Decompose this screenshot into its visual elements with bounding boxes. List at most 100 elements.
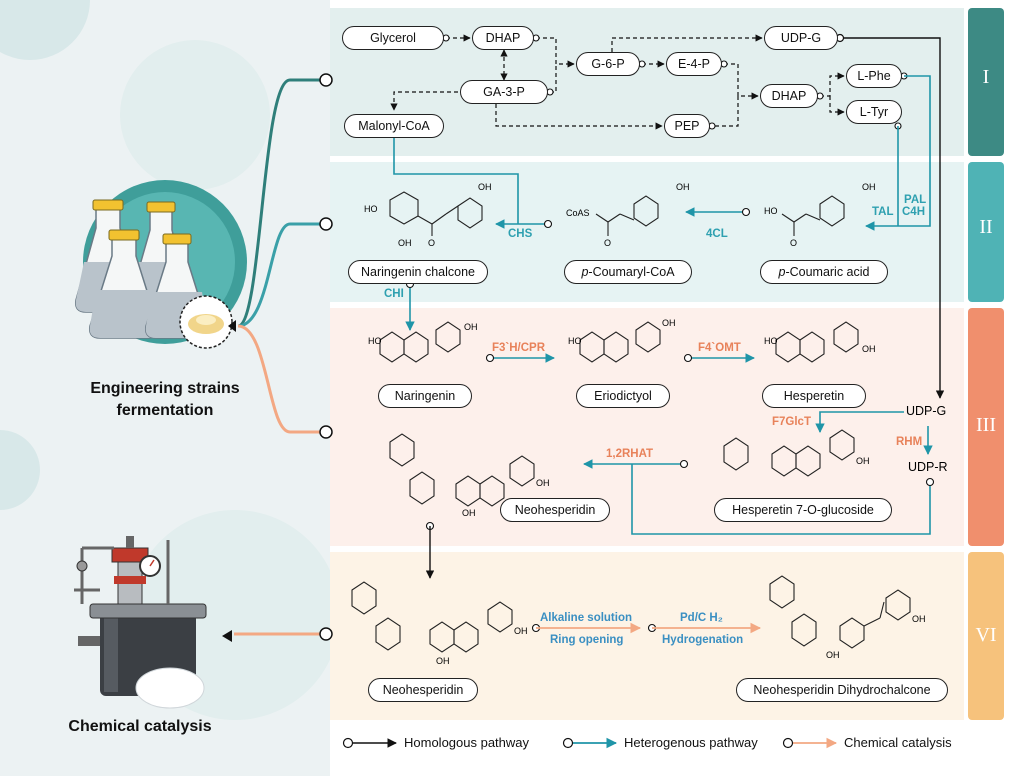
node-label-italic: p [778, 265, 786, 279]
node-l-phe: L-Phe [846, 64, 902, 88]
enzyme-chi: CHI [384, 288, 404, 300]
enzyme-rhat: 1,2RHAT [606, 448, 654, 460]
catalysis-label: Chemical catalysis [68, 718, 212, 735]
legend-heterogenous: Heterogenous pathway [624, 735, 758, 750]
node-glycerol: Glycerol [342, 26, 444, 50]
atom-label: HO [764, 206, 778, 216]
enzyme-alkaline: Alkaline solution [540, 612, 633, 624]
node-dhap-2: DHAP [760, 84, 818, 108]
node-malonyl-coa: Malonyl-CoA [344, 114, 444, 138]
structure-p-coumaryl-coa [595, 195, 659, 236]
enzyme-ring-opening: Ring opening [550, 634, 624, 646]
fermentation-label: Engineering strains fermentation [40, 378, 290, 422]
node-l-tyr: L-Tyr [846, 100, 902, 124]
atom-label: OH [514, 626, 528, 636]
node-label: -Coumaryl-CoA [588, 265, 675, 279]
structure-nhdc [769, 575, 911, 649]
structure-p-coumaric-acid [781, 195, 845, 236]
atom-label: CoAS [566, 208, 590, 218]
node-dhap-1: DHAP [472, 26, 534, 50]
node-udpg-top: UDP-G [764, 26, 838, 50]
node-naringenin: Naringenin [378, 384, 472, 408]
flask-icon [88, 229, 160, 339]
structure-hesperetin [775, 321, 859, 363]
structure-naringenin [379, 321, 461, 363]
atom-label: OH [862, 344, 876, 354]
atom-label: OH [912, 614, 926, 624]
node-ga3p: GA-3-P [460, 80, 548, 104]
node-naringenin-chalcone: Naringenin chalcone [348, 260, 488, 284]
enzyme-f3h: F3`H/CPR [492, 342, 546, 354]
atom-label: OH [398, 238, 412, 248]
atom-label: O [604, 238, 612, 248]
section-bar-VI: VI [968, 552, 1004, 720]
node-label-italic: p [581, 265, 589, 279]
atom-label: OH [462, 508, 476, 518]
atom-label: OH [826, 650, 840, 660]
enzyme-c4h: C4H [902, 206, 926, 218]
fermentation-label-line2: fermentation [116, 402, 214, 419]
enzyme-f4omt: F4`OMT [698, 342, 741, 354]
atom-label: O [790, 238, 798, 248]
structure-neohesperidin-bottom [351, 581, 513, 653]
legend-chemical: Chemical catalysis [844, 735, 952, 750]
atom-label: OH [464, 322, 478, 332]
enzyme-pal: PAL [904, 194, 927, 206]
node-g6p: G-6-P [576, 52, 640, 76]
fermentation-illustration [74, 180, 247, 349]
node-udpr: UDP-R [908, 460, 948, 474]
atom-label: HO [368, 336, 382, 346]
section-label-II: II [979, 216, 993, 238]
atom-label: HO [568, 336, 582, 346]
node-p-coumaric-acid: p-Coumaric acid [760, 260, 888, 284]
atom-label: O [428, 238, 436, 248]
node-p-coumaryl-coa: p-Coumaryl-CoA [564, 260, 692, 284]
section-label-III: III [976, 414, 996, 436]
node-e4p: E-4-P [666, 52, 722, 76]
atom-label: OH [478, 182, 492, 192]
node-neohesperidin-mid: Neohesperidin [500, 498, 610, 522]
node-udpg-mid: UDP-G [906, 404, 947, 418]
atom-label: HO [764, 336, 778, 346]
legend-homologous: Homologous pathway [404, 735, 530, 750]
node-hesperetin: Hesperetin [762, 384, 866, 408]
connector-chemical [237, 324, 322, 434]
section-bar-I: I [968, 8, 1004, 156]
node-neohesperidin-bottom: Neohesperidin [368, 678, 478, 702]
decorative-circle [120, 40, 270, 190]
structure-naringenin-chalcone [389, 191, 483, 236]
node-hesperetin-glucoside: Hesperetin 7-O-glucoside [714, 498, 892, 522]
atom-label: HO [364, 204, 378, 214]
enzyme-4cl: 4CL [706, 228, 728, 240]
enzyme-hydrogenation: Hydrogenation [662, 634, 744, 646]
section-bar-II: II [968, 162, 1004, 302]
atom-label: OH [662, 318, 676, 328]
atom-label: OH [862, 182, 876, 192]
section-label-VI: VI [975, 624, 997, 646]
enzyme-pdc: Pd/C H₂ [680, 612, 723, 624]
fermentation-label-line1: Engineering strains [90, 380, 240, 397]
atom-label: OH [436, 656, 450, 666]
node-pep: PEP [664, 114, 710, 138]
powder-pile-icon [135, 667, 205, 709]
structure-neohesperidin-mid [389, 433, 535, 507]
structure-eriodictyol [579, 321, 661, 363]
connector-homologous [237, 78, 322, 328]
atom-label: OH [536, 478, 550, 488]
section-label-I: I [982, 66, 990, 88]
enzyme-f7glct: F7GlcT [772, 416, 811, 428]
enzyme-tal: TAL [872, 206, 894, 218]
atom-label: OH [676, 182, 690, 192]
structure-hesperetin-glucoside [723, 429, 855, 477]
atom-label: OH [856, 456, 870, 466]
reactor-illustration [74, 536, 232, 709]
enzyme-rhm: RHM [896, 436, 923, 448]
section-bar-III: III [968, 308, 1004, 546]
enzyme-chs: CHS [508, 228, 533, 240]
node-eriodictyol: Eriodictyol [576, 384, 670, 408]
node-label: -Coumaric acid [785, 265, 870, 279]
connector-heterogenous [237, 222, 322, 328]
node-nhdc: Neohesperidin Dihydrochalcone [736, 678, 948, 702]
